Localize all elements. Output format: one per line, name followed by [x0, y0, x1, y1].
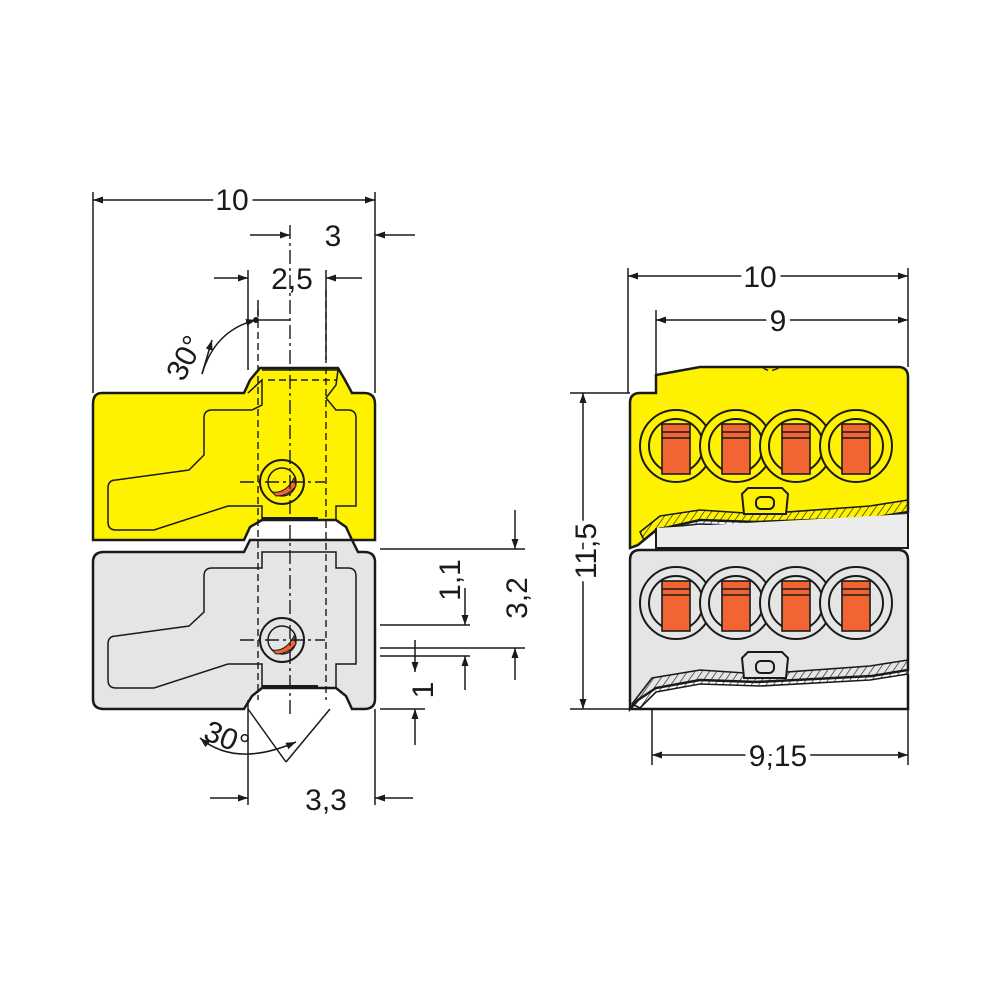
port-cell: [699, 566, 773, 640]
front-view: 10 9 11,5 9,15: [565, 256, 910, 778]
dim-3-3: 3,3: [305, 784, 347, 817]
port-cell: [819, 566, 893, 640]
dim-3-2: 3,2: [501, 577, 534, 619]
side-view: 10 3 2,5 30° 3,2 1,1 1 30° 3,3: [91, 179, 534, 817]
dim-width-front: 10: [743, 261, 776, 294]
dim-9-15: 9,15: [749, 740, 807, 773]
angle-top: 30°: [160, 330, 210, 386]
side-window-lower: [107, 551, 357, 689]
lower-ports: [639, 566, 893, 640]
dim-9: 9: [770, 305, 787, 338]
port-cell: [639, 409, 713, 483]
port-cell: [759, 409, 833, 483]
side-window-upper: [107, 369, 357, 531]
dim-1: 1: [407, 682, 440, 699]
upper-ports: [639, 409, 893, 483]
grey-housing-side: [91, 538, 377, 711]
port-cell: [819, 409, 893, 483]
angle-bottom: 30°: [199, 715, 253, 763]
yellow-housing-side: [91, 366, 377, 542]
dim-height: 11,5: [570, 523, 603, 579]
port-cell: [699, 409, 773, 483]
port-cell: [639, 566, 713, 640]
dim-3: 3: [325, 220, 342, 253]
dim-2-5: 2,5: [271, 263, 313, 296]
dim-width-side: 10: [215, 184, 248, 217]
dim-1-1: 1,1: [434, 559, 467, 601]
